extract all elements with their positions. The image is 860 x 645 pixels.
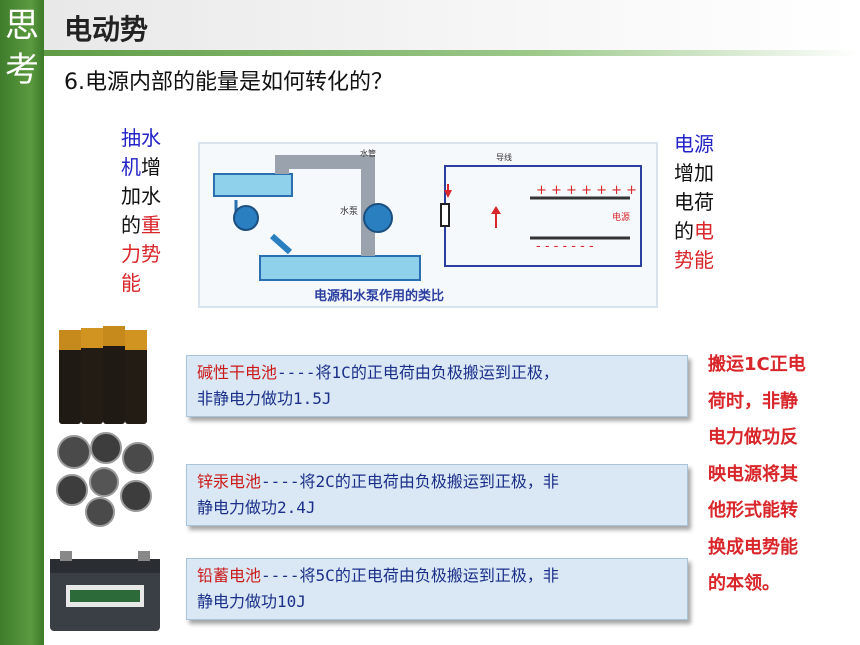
alkaline-battery-text2: 非静电力做功1.5J	[197, 389, 332, 408]
power-label: 电源	[612, 211, 630, 223]
analogy-diagram: 水泵 水管 导线 + + + + + + + - - - - - - - 电源 …	[198, 142, 658, 308]
summary-line: 映电源将其	[708, 463, 798, 485]
positive-charges: + + + + + + +	[536, 183, 637, 198]
alkaline-battery-callout: 碱性干电池----将1C的正电荷由负极搬运到正极， 非静电力做功1.5J	[186, 355, 688, 417]
negative-charges: - - - - - - -	[536, 239, 594, 254]
summary-line: 换成电势能	[708, 536, 798, 558]
sidebar-char-think: 思	[5, 6, 39, 46]
pump-label: 水泵	[340, 205, 358, 217]
summary-line: 的本领。	[708, 573, 780, 594]
summary-line: 电力做功反	[708, 427, 798, 448]
zinc-mercury-battery-name: 锌汞电池	[197, 472, 262, 491]
water-flow	[270, 233, 292, 255]
sidebar-char-ponder: 考	[5, 50, 39, 90]
zinc-mercury-battery-callout: 锌汞电池----将2C的正电荷由负极搬运到正极，非 静电力做功2.4J	[186, 464, 688, 526]
diagram-caption: 电源和水泵作用的类比	[314, 288, 444, 304]
alkaline-battery-text1: ----将1C的正电荷由负极搬运到正极，	[277, 363, 559, 382]
left-annotation: 抽水 机增 加水 的重 力势 能	[121, 126, 161, 295]
car-battery-icon	[46, 545, 164, 639]
pipe-label: 水管	[360, 148, 376, 158]
wire-label: 导线	[496, 152, 512, 162]
zinc-mercury-battery-text2: 静电力做功2.4J	[197, 498, 316, 517]
summary-line: 搬运1C正电	[708, 354, 806, 375]
water-wheel-icon	[233, 205, 259, 231]
header-divider	[44, 50, 860, 56]
sidebar: 思 考	[0, 0, 44, 645]
load-resistor-icon	[440, 203, 450, 227]
page-title: 电动势	[64, 13, 149, 46]
analogy-diagram-svg: 水泵 水管 导线 + + + + + + + - - - - - - - 电源 …	[213, 148, 642, 304]
lead-acid-battery-name: 铅蓄电池	[197, 566, 262, 585]
lead-acid-battery-text2: 静电力做功10J	[197, 592, 306, 611]
upper-water-tank	[213, 173, 293, 197]
aa-battery-icon	[53, 322, 153, 432]
header-bar	[44, 0, 860, 50]
button-cell-icon	[52, 430, 156, 532]
summary-line: 他形式能转	[708, 500, 798, 521]
right-annotation: 电源 增加 电荷 的电 势能	[674, 132, 714, 272]
summary-line: 荷时，非静	[708, 390, 798, 412]
zinc-mercury-battery-text1: ----将2C的正电荷由负极搬运到正极，非	[261, 472, 559, 491]
lower-water-tank	[259, 255, 421, 281]
summary-note: 搬运1C正电 荷时，非静 电力做功反 映电源将其 他形式能转 换成电势能 的本领…	[708, 347, 832, 603]
lead-acid-battery-text1: ----将5C的正电荷由负极搬运到正极，非	[261, 566, 559, 585]
lead-acid-battery-callout: 铅蓄电池----将5C的正电荷由负极搬运到正极，非 静电力做功10J	[186, 558, 688, 620]
alkaline-battery-name: 碱性干电池	[197, 363, 278, 382]
water-pump-icon	[363, 203, 393, 233]
question-text: 6.电源内部的能量是如何转化的？	[64, 70, 393, 95]
